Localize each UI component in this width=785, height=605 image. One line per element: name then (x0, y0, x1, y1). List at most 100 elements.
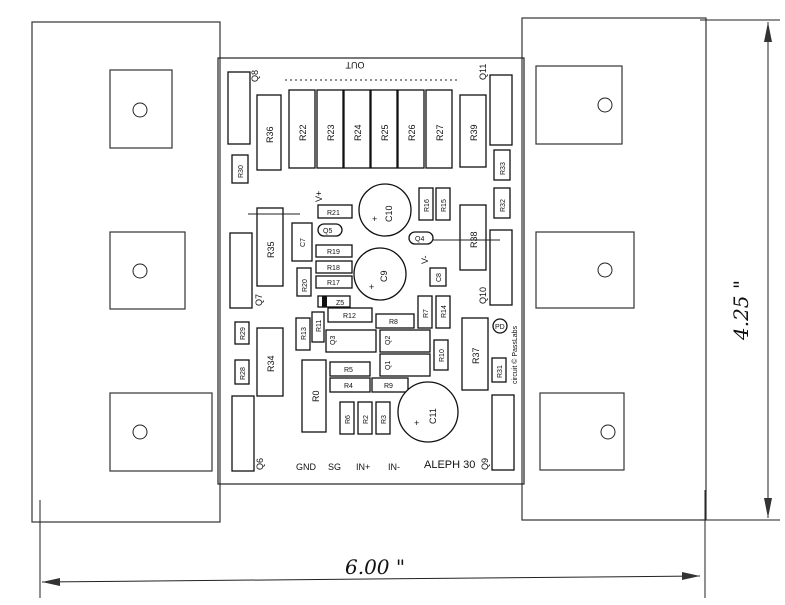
resistor-r22: R22 (288, 89, 316, 169)
resistor-r15: R15 (435, 187, 451, 221)
svg-text:Q10: Q10 (478, 287, 488, 304)
resistor-r29: R29 (234, 321, 250, 345)
transistor-q4: Q4 (408, 231, 434, 245)
svg-text:R23: R23 (326, 124, 336, 141)
credit-text: circuit © PassLabs (511, 325, 519, 384)
transistor-q2: Q2 (379, 329, 431, 353)
svg-text:R13: R13 (301, 327, 308, 340)
svg-text:R25: R25 (380, 124, 390, 141)
rail-negative-label: V- (420, 255, 430, 264)
svg-text:R26: R26 (407, 124, 417, 141)
resistor-r9: R9 (371, 377, 409, 393)
resistor-r18: R18 (315, 260, 353, 274)
resistor-r23: R23 (316, 89, 344, 169)
logo-badge: PD (492, 318, 508, 334)
svg-text:R17: R17 (327, 280, 340, 287)
transistor-q10: Q10 (478, 229, 513, 306)
transistor-q9: Q9 (480, 394, 515, 471)
resistor-r33: R33 (493, 149, 511, 181)
svg-text:Z5: Z5 (336, 300, 344, 307)
resistor-r14: R14 (435, 295, 451, 329)
rail-positive-label: V+ (314, 191, 324, 202)
width-dimension-label: 6.00 " (345, 555, 405, 579)
svg-text:Q7: Q7 (254, 294, 264, 306)
resistor-r3: R3 (375, 401, 391, 435)
svg-text:R27: R27 (435, 124, 445, 141)
resistor-r37: R37 (461, 317, 489, 391)
resistor-r2: R2 (357, 401, 373, 435)
resistor-r16: R16 (418, 187, 434, 221)
resistor-r12: R12 (327, 307, 373, 323)
resistor-r32: R32 (493, 187, 511, 219)
svg-text:C8: C8 (436, 273, 443, 282)
svg-text:R32: R32 (500, 199, 507, 212)
left-heatsink (31, 21, 221, 523)
resistor-r13: R13 (295, 317, 311, 351)
transistor-q1: Q1 (379, 353, 431, 377)
capacitor-c11: C11 + (397, 381, 459, 443)
svg-text:R14: R14 (441, 305, 448, 318)
resistor-r27: R27 (425, 89, 453, 169)
resistor-r0: R0 (301, 359, 327, 433)
svg-text:R20: R20 (302, 279, 309, 292)
resistor-r5: R5 (329, 361, 371, 377)
svg-text:R2: R2 (363, 415, 370, 424)
svg-text:R35: R35 (266, 241, 276, 258)
input-gnd-label: GND (296, 462, 317, 472)
resistor-r36: R36 (256, 94, 282, 171)
resistor-r34: R34 (256, 327, 284, 397)
svg-text:R19: R19 (327, 249, 340, 256)
resistor-r24: R24 (343, 89, 371, 169)
resistor-r39: R39 (459, 94, 487, 168)
svg-text:R21: R21 (327, 210, 340, 217)
svg-text:R0: R0 (311, 390, 321, 402)
svg-text:+: + (369, 282, 374, 292)
svg-text:R15: R15 (441, 199, 448, 212)
svg-text:Q1: Q1 (385, 361, 392, 370)
transistor-q11: Q11 (478, 64, 513, 146)
svg-text:C11: C11 (428, 408, 438, 424)
zener-z5: Z5 (317, 295, 351, 308)
height-dimension (700, 19, 780, 521)
svg-text:+: + (414, 418, 419, 428)
svg-text:R33: R33 (500, 162, 507, 175)
resistor-r38: R38 (459, 204, 487, 271)
svg-text:R37: R37 (471, 347, 481, 364)
resistor-r35: R35 (256, 207, 284, 287)
svg-text:R16: R16 (424, 199, 431, 212)
resistor-r26: R26 (397, 89, 425, 169)
capacitor-c10: C10+ (358, 183, 412, 237)
output-label: OUT (345, 60, 365, 70)
resistor-r30: R30 (231, 154, 249, 184)
svg-text:R4: R4 (344, 383, 353, 390)
input-inplus-label: IN+ (356, 462, 370, 472)
resistor-r6: R6 (339, 401, 355, 435)
capacitor-c7: C7 (291, 222, 313, 262)
svg-text:Q3: Q3 (330, 336, 337, 345)
svg-text:C7: C7 (300, 238, 307, 247)
input-sg-label: SG (328, 462, 341, 472)
transistor-q6: Q6 (231, 395, 265, 472)
resistor-r8: R8 (375, 313, 415, 329)
svg-text:Q11: Q11 (478, 64, 488, 80)
svg-text:R30: R30 (238, 165, 245, 178)
svg-text:Q4: Q4 (415, 236, 424, 243)
svg-text:C9: C9 (379, 270, 389, 282)
resistor-r21: R21 (317, 204, 353, 219)
svg-text:R39: R39 (469, 124, 479, 141)
svg-text:R18: R18 (327, 265, 340, 272)
svg-text:Q2: Q2 (385, 336, 392, 345)
input-inminus-label: IN- (388, 462, 400, 472)
svg-text:R7: R7 (423, 309, 430, 318)
capacitor-c9: C9 + (353, 247, 407, 301)
resistor-r19: R19 (315, 244, 353, 258)
resistor-r10: R10 (433, 339, 449, 371)
height-dimension-label: 4.25 " (729, 280, 753, 341)
width-dimension (39, 490, 706, 598)
board-title: ALEPH 30 (424, 459, 475, 471)
transistor-q5: Q5 (317, 223, 343, 237)
svg-text:Q8: Q8 (250, 70, 260, 82)
svg-text:+: + (372, 214, 377, 224)
